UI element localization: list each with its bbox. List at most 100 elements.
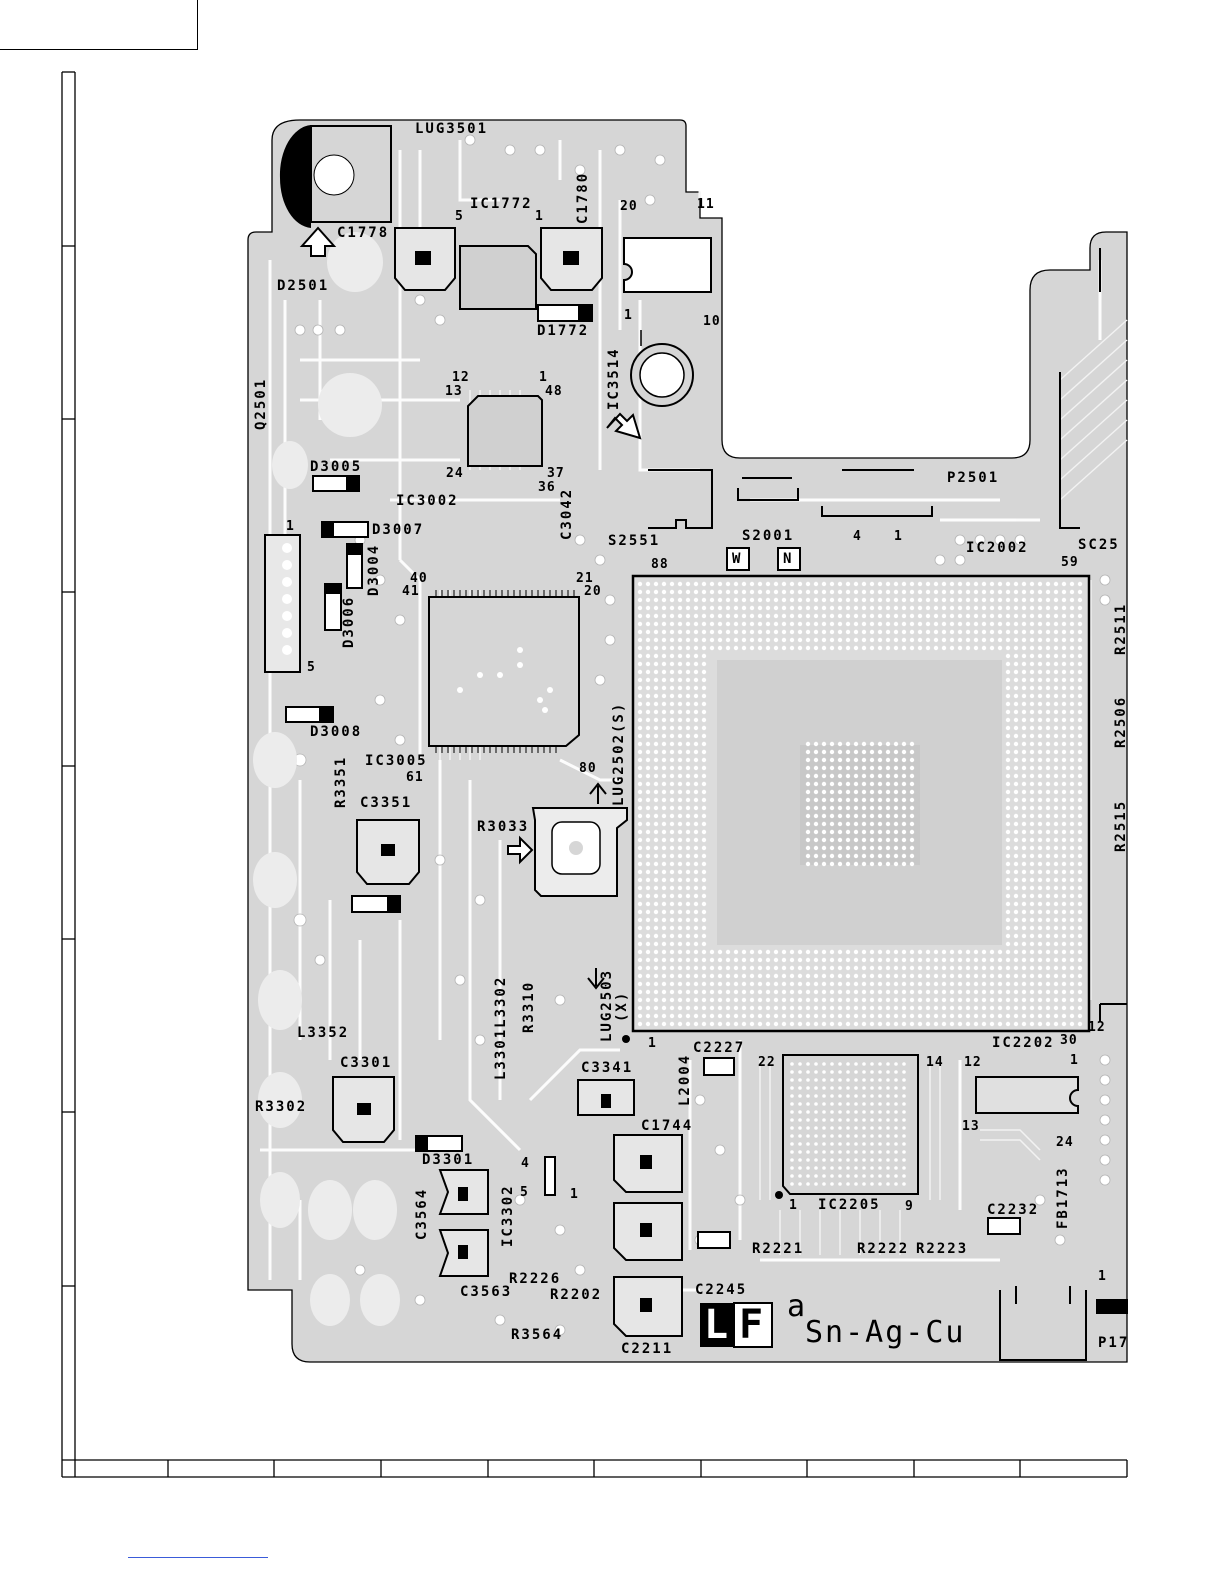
label-solder-a: a [787, 1289, 806, 1324]
label-pin13: 13 [445, 384, 463, 399]
connector-5pin [264, 534, 301, 673]
d3301-diode [415, 1135, 463, 1152]
label-pin1c: 1 [539, 370, 548, 385]
label-d3301: D3301 [422, 1152, 475, 1168]
c3301-capacitor [332, 1076, 395, 1143]
ic3302-chip [544, 1156, 556, 1196]
label-q2501: Q2501 [253, 377, 269, 430]
label-r2515: R2515 [1113, 799, 1129, 852]
label-r2506: R2506 [1113, 695, 1129, 748]
label-pin61: 61 [406, 770, 424, 785]
label-d2501: D2501 [277, 278, 330, 294]
label-pin1j: 1 [1098, 1269, 1107, 1284]
ic3002-chip [467, 395, 543, 467]
label-pin12b: 12 [964, 1055, 982, 1070]
label-pin1d: 1 [286, 519, 295, 534]
c3341-capacitor [577, 1079, 635, 1116]
label-pin1f: 1 [648, 1036, 657, 1051]
label-l3302: L3301L3302 [493, 975, 509, 1080]
label-lf-l: L [704, 1302, 729, 1348]
d3008-diode [285, 706, 334, 723]
label-fb1713: FB1713 [1055, 1166, 1071, 1229]
vias [293, 134, 1111, 1336]
label-c3042: C3042 [559, 487, 575, 540]
label-d3006: D3006 [341, 595, 357, 648]
label-pin30: 30 [1060, 1033, 1078, 1048]
label-r3564: R3564 [511, 1327, 564, 1343]
small-parts [697, 1057, 1021, 1249]
label-pin1g: 1 [1070, 1053, 1079, 1068]
label-d3005: D3005 [310, 459, 363, 475]
label-ic3514: IC3514 [606, 347, 622, 410]
ic1772-chip [459, 245, 537, 310]
d3006-diode [324, 583, 342, 631]
label-p2501: P2501 [947, 470, 1000, 486]
label-l3352: L3352 [297, 1025, 350, 1041]
lug2502-shield [507, 782, 630, 1043]
label-c3564: C3564 [414, 1187, 430, 1240]
label-pin36: 36 [538, 480, 556, 495]
label-sc25: SC25 [1078, 537, 1120, 553]
label-c3563: C3563 [460, 1284, 513, 1300]
label-c2245: C2245 [695, 1282, 748, 1298]
label-c3341: C3341 [581, 1060, 634, 1076]
label-ic3302: IC3302 [500, 1184, 516, 1247]
label-r2511: R2511 [1113, 602, 1129, 655]
label-pin14: 14 [926, 1055, 944, 1070]
label-pin1b: 1 [624, 308, 633, 323]
label-s2551: S2551 [608, 533, 661, 549]
label-pin59: 59 [1061, 555, 1079, 570]
right-edge-parts [1059, 248, 1127, 1022]
label-lug3501: LUG3501 [415, 121, 489, 137]
label-c1778: C1778 [337, 225, 390, 241]
label-r2223: R2223 [916, 1241, 969, 1257]
label-mark-w: W [732, 551, 743, 567]
label-d1772: D1772 [537, 323, 590, 339]
bga-ball-grid [637, 581, 1083, 1027]
label-ic2205: IC2205 [818, 1197, 881, 1213]
label-ic3002: IC3002 [396, 493, 459, 509]
large-pads [253, 232, 400, 1326]
label-r2222: R2222 [857, 1241, 910, 1257]
label-r2202: R2202 [550, 1287, 603, 1303]
label-pin21: 21 [576, 571, 594, 586]
label-ic1772: IC1772 [470, 196, 533, 212]
label-pin4b: 4 [521, 1156, 530, 1171]
label-pin37: 37 [547, 466, 565, 481]
label-p17: P17 [1098, 1335, 1130, 1351]
switch-brackets [648, 469, 933, 571]
label-pin12c: 12 [1088, 1020, 1106, 1035]
label-ic3005: IC3005 [365, 753, 428, 769]
label-r3302: R3302 [255, 1099, 308, 1115]
page-corner-tab [0, 0, 198, 50]
label-d3007: D3007 [372, 522, 425, 538]
label-pin10a: 10 [703, 314, 721, 329]
label-s2001: S2001 [742, 528, 795, 544]
p17-connector [999, 1286, 1128, 1361]
label-pin9: 9 [905, 1199, 914, 1214]
label-c2227: C2227 [693, 1040, 746, 1056]
label-lug2502: LUG2502(S) [611, 701, 627, 806]
label-mark-n: N [783, 551, 794, 567]
ic3005-chip [428, 590, 580, 753]
d1772-diode [537, 304, 593, 322]
label-d3008: D3008 [310, 724, 363, 740]
label-pin24: 24 [446, 466, 464, 481]
label-pin12: 12 [452, 370, 470, 385]
connector-20pin [623, 237, 712, 293]
label-pin20a: 20 [620, 199, 638, 214]
c1780-capacitor [540, 227, 603, 291]
c1778-capacitor [394, 227, 456, 291]
label-c1780: C1780 [575, 171, 591, 224]
d3004-diode [346, 543, 363, 589]
c3563-capacitor [438, 1229, 489, 1277]
label-d3004: D3004 [366, 543, 382, 596]
c1744-capacitors [613, 1134, 683, 1337]
label-c1744: C1744 [641, 1118, 694, 1134]
label-pin24b: 24 [1056, 1135, 1074, 1150]
label-pin88: 88 [651, 557, 669, 572]
label-ic2202: IC2202 [992, 1035, 1055, 1051]
label-c3301: C3301 [340, 1055, 393, 1071]
label-pin11a: 11 [697, 197, 715, 212]
label-lf-f: F [739, 1302, 764, 1348]
